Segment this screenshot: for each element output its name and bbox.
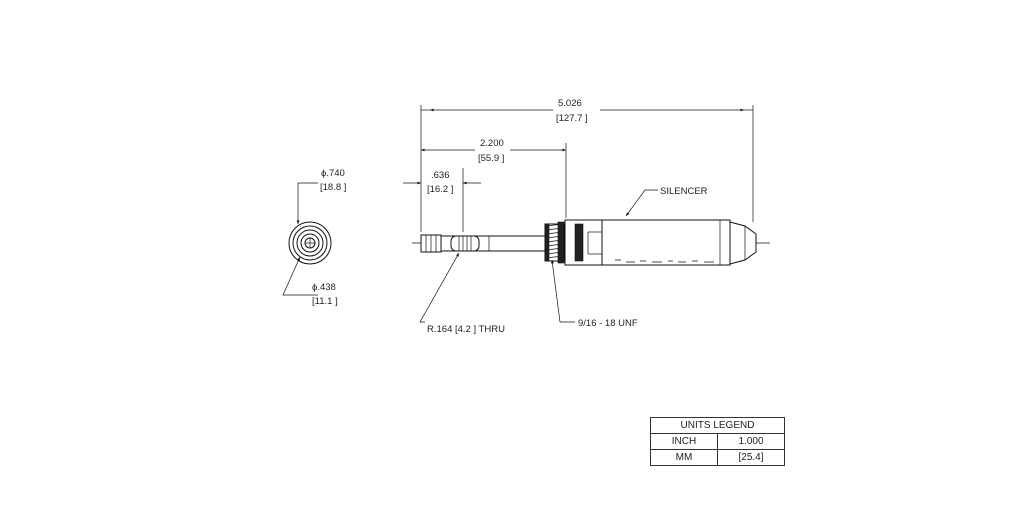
to-thread-mm: [55.9 ] (478, 153, 504, 164)
legend-row: MM [25.4] (650, 449, 785, 466)
to-hole-mm: [16.2 ] (427, 184, 453, 195)
thread-callout: 9/16 - 18 UNF (578, 318, 638, 329)
hole-callout: R.164 [4.2 ] THRU (427, 324, 505, 335)
callout-leaders (419, 189, 658, 323)
legend-value: 1.000 (717, 433, 785, 450)
outer-diameter-mm: [18.8 ] (320, 182, 346, 193)
dimension-lines (403, 105, 754, 232)
inner-diameter-inch: ϕ.438 (312, 282, 336, 293)
legend-unit: INCH (650, 433, 718, 450)
to-thread-inch: 2.200 (480, 138, 504, 149)
overall-length-mm: [127.7 ] (556, 113, 588, 124)
legend-row: INCH 1.000 (650, 433, 785, 450)
inner-diameter-mm: [11.1 ] (312, 296, 338, 307)
silencer-callout: SILENCER (660, 186, 708, 197)
overall-length-inch: 5.026 (558, 98, 582, 109)
side-view (412, 219, 770, 266)
legend-value: [25.4] (717, 449, 785, 466)
units-legend-table: UNITS LEGEND INCH 1.000 MM [25.4] (650, 417, 785, 466)
legend-header-row: UNITS LEGEND (650, 417, 785, 434)
end-view (282, 182, 332, 296)
outer-diameter-inch: ϕ.740 (321, 168, 345, 179)
legend-unit: MM (650, 449, 718, 466)
legend-title: UNITS LEGEND (650, 417, 785, 434)
to-hole-inch: .636 (431, 170, 450, 181)
